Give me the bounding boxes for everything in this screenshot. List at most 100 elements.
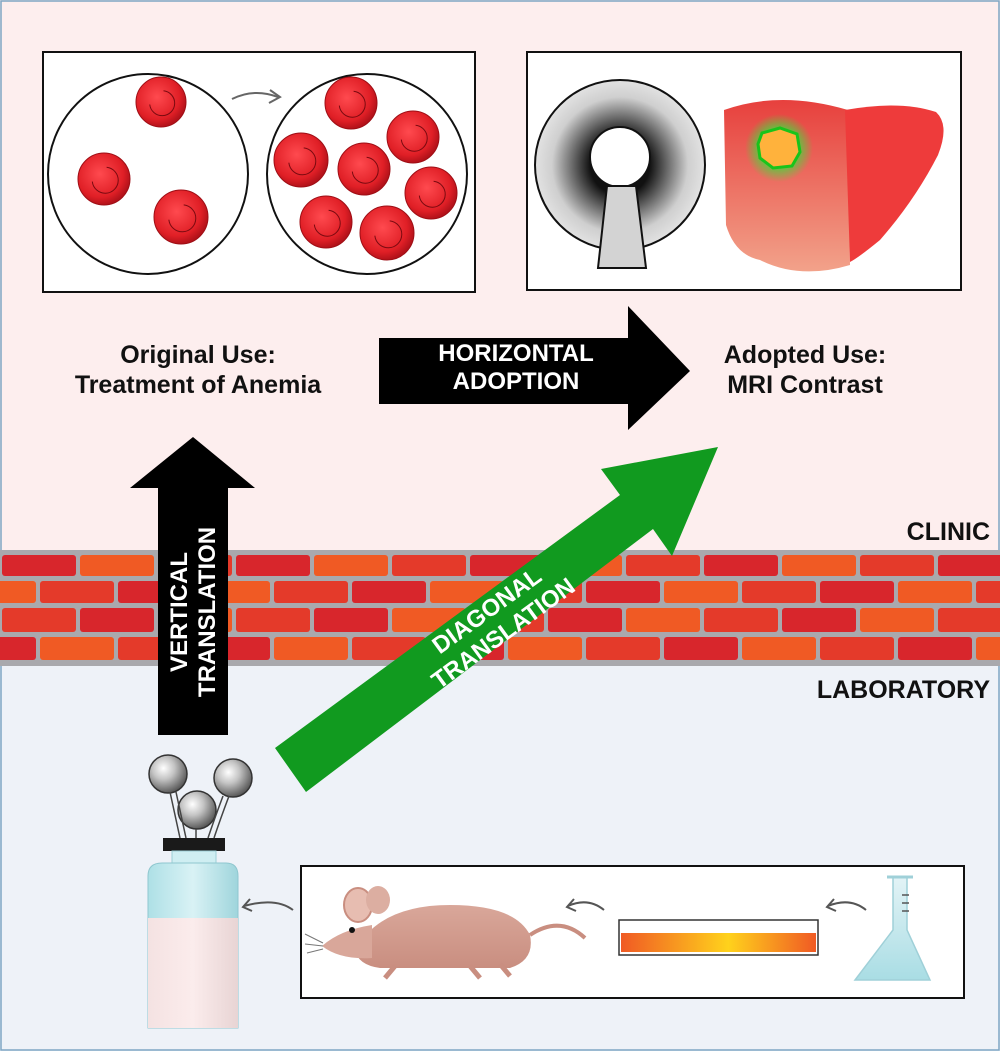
brick: [314, 608, 388, 632]
brick: [898, 581, 972, 603]
increase-arrow-icon: [231, 92, 279, 100]
mouse-tail: [528, 923, 587, 940]
brick: [626, 555, 700, 576]
red-blood-cell: [324, 76, 378, 130]
lab-process-panel: [241, 865, 965, 999]
red-blood-cell: [273, 132, 329, 188]
red-blood-cell-icon: [77, 76, 209, 245]
red-blood-cell: [359, 205, 415, 261]
brick: [782, 555, 856, 576]
brick: [586, 637, 660, 660]
red-blood-cell-dimple: [418, 180, 446, 208]
tumor-icon: [756, 126, 802, 170]
gel-band: [621, 933, 816, 952]
polymer-strand: [169, 791, 187, 839]
red-blood-cell-dimple: [91, 166, 119, 194]
increase-arrow-head-icon: [268, 89, 282, 104]
brick: [742, 637, 816, 660]
mri-bore: [589, 126, 651, 188]
anemia-panel: [42, 51, 476, 293]
red-blood-cell: [153, 189, 209, 245]
mouse-body: [355, 905, 531, 968]
adopted-use-line-1: Adopted Use:: [723, 341, 887, 369]
red-blood-cell-dimple: [149, 90, 176, 117]
brick: [742, 581, 816, 603]
original-use-line-2: Treatment of Anemia: [74, 371, 322, 399]
brick: [860, 608, 934, 632]
red-blood-cell-dimple: [313, 209, 341, 237]
red-blood-cell-dimple: [400, 124, 428, 152]
nanoparticle-sphere-icon: [148, 754, 188, 794]
vial-liquid: [148, 918, 238, 1028]
brick: [0, 581, 36, 603]
red-blood-cell: [404, 166, 458, 220]
brick: [664, 637, 738, 660]
red-blood-cell-dimple: [288, 147, 317, 176]
nanoparticle-sphere-icon: [177, 790, 217, 830]
brick: [274, 637, 348, 660]
vertical-arrow-text: VERTICAL TRANSLATION: [166, 527, 221, 697]
brick: [0, 637, 36, 660]
brick: [80, 608, 154, 632]
brick: [314, 555, 388, 576]
red-blood-cell-dimple: [374, 220, 403, 249]
brick: [392, 555, 466, 576]
arrow-flask-to-gel-icon: [827, 901, 867, 911]
brick: [274, 581, 348, 603]
red-blood-cell-dimple: [168, 204, 197, 233]
brick: [508, 637, 582, 660]
arrow-flask-to-gel-head-icon: [825, 898, 837, 912]
horizontal-arrow-text-2: ADOPTION: [453, 368, 580, 395]
mri-panel: [526, 51, 962, 291]
mouse-icon: [304, 886, 587, 980]
mouse-legs: [383, 962, 512, 980]
laboratory-label: LABORATORY: [816, 676, 990, 704]
vertical-translation-arrow: [130, 437, 255, 735]
brick: [2, 608, 76, 632]
polymer-strand: [207, 795, 230, 839]
red-blood-cell-dimple: [351, 156, 379, 184]
red-blood-cell: [299, 195, 353, 249]
brick: [976, 637, 1000, 660]
brick: [80, 555, 154, 576]
red-blood-cell: [135, 76, 187, 128]
arrow-gel-to-mouse-icon: [567, 901, 605, 911]
mri-scanner-icon: [534, 79, 706, 269]
clinic-label: CLINIC: [906, 518, 990, 546]
brick: [704, 608, 778, 632]
brick: [548, 608, 622, 632]
brick: [976, 581, 1000, 603]
original-use-line-1: Original Use:: [120, 341, 276, 369]
brick: [704, 555, 778, 576]
red-blood-cell: [337, 142, 391, 196]
adopted-use-label: Adopted Use: MRI Contrast: [680, 340, 930, 400]
brick: [820, 637, 894, 660]
flask-icon: [853, 875, 932, 981]
red-blood-cell: [77, 152, 131, 206]
nanoparticle-sphere-icon: [213, 758, 253, 798]
flask-graduation: [902, 894, 909, 912]
brick: [626, 608, 700, 632]
vertical-arrow-text-2: TRANSLATION: [194, 527, 221, 697]
arrow-mouse-to-vial-icon: [243, 901, 294, 911]
brick: [40, 637, 114, 660]
mouse-ear: [366, 886, 390, 914]
brick: [2, 555, 76, 576]
brick: [236, 555, 310, 576]
brick: [860, 555, 934, 576]
brick: [938, 555, 1000, 576]
mri-table: [596, 185, 648, 269]
brick: [820, 581, 894, 603]
brick: [664, 581, 738, 603]
brick: [40, 581, 114, 603]
arrow-gel-to-mouse-head-icon: [565, 898, 577, 912]
red-blood-cell-dimple: [338, 90, 366, 118]
vial-cap: [163, 838, 225, 851]
process-arrows: [241, 898, 867, 912]
brick: [352, 581, 426, 603]
brick: [782, 608, 856, 632]
brick: [586, 581, 660, 603]
original-use-label: Original Use: Treatment of Anemia: [20, 340, 376, 400]
horizontal-adoption-arrow: [379, 306, 690, 430]
